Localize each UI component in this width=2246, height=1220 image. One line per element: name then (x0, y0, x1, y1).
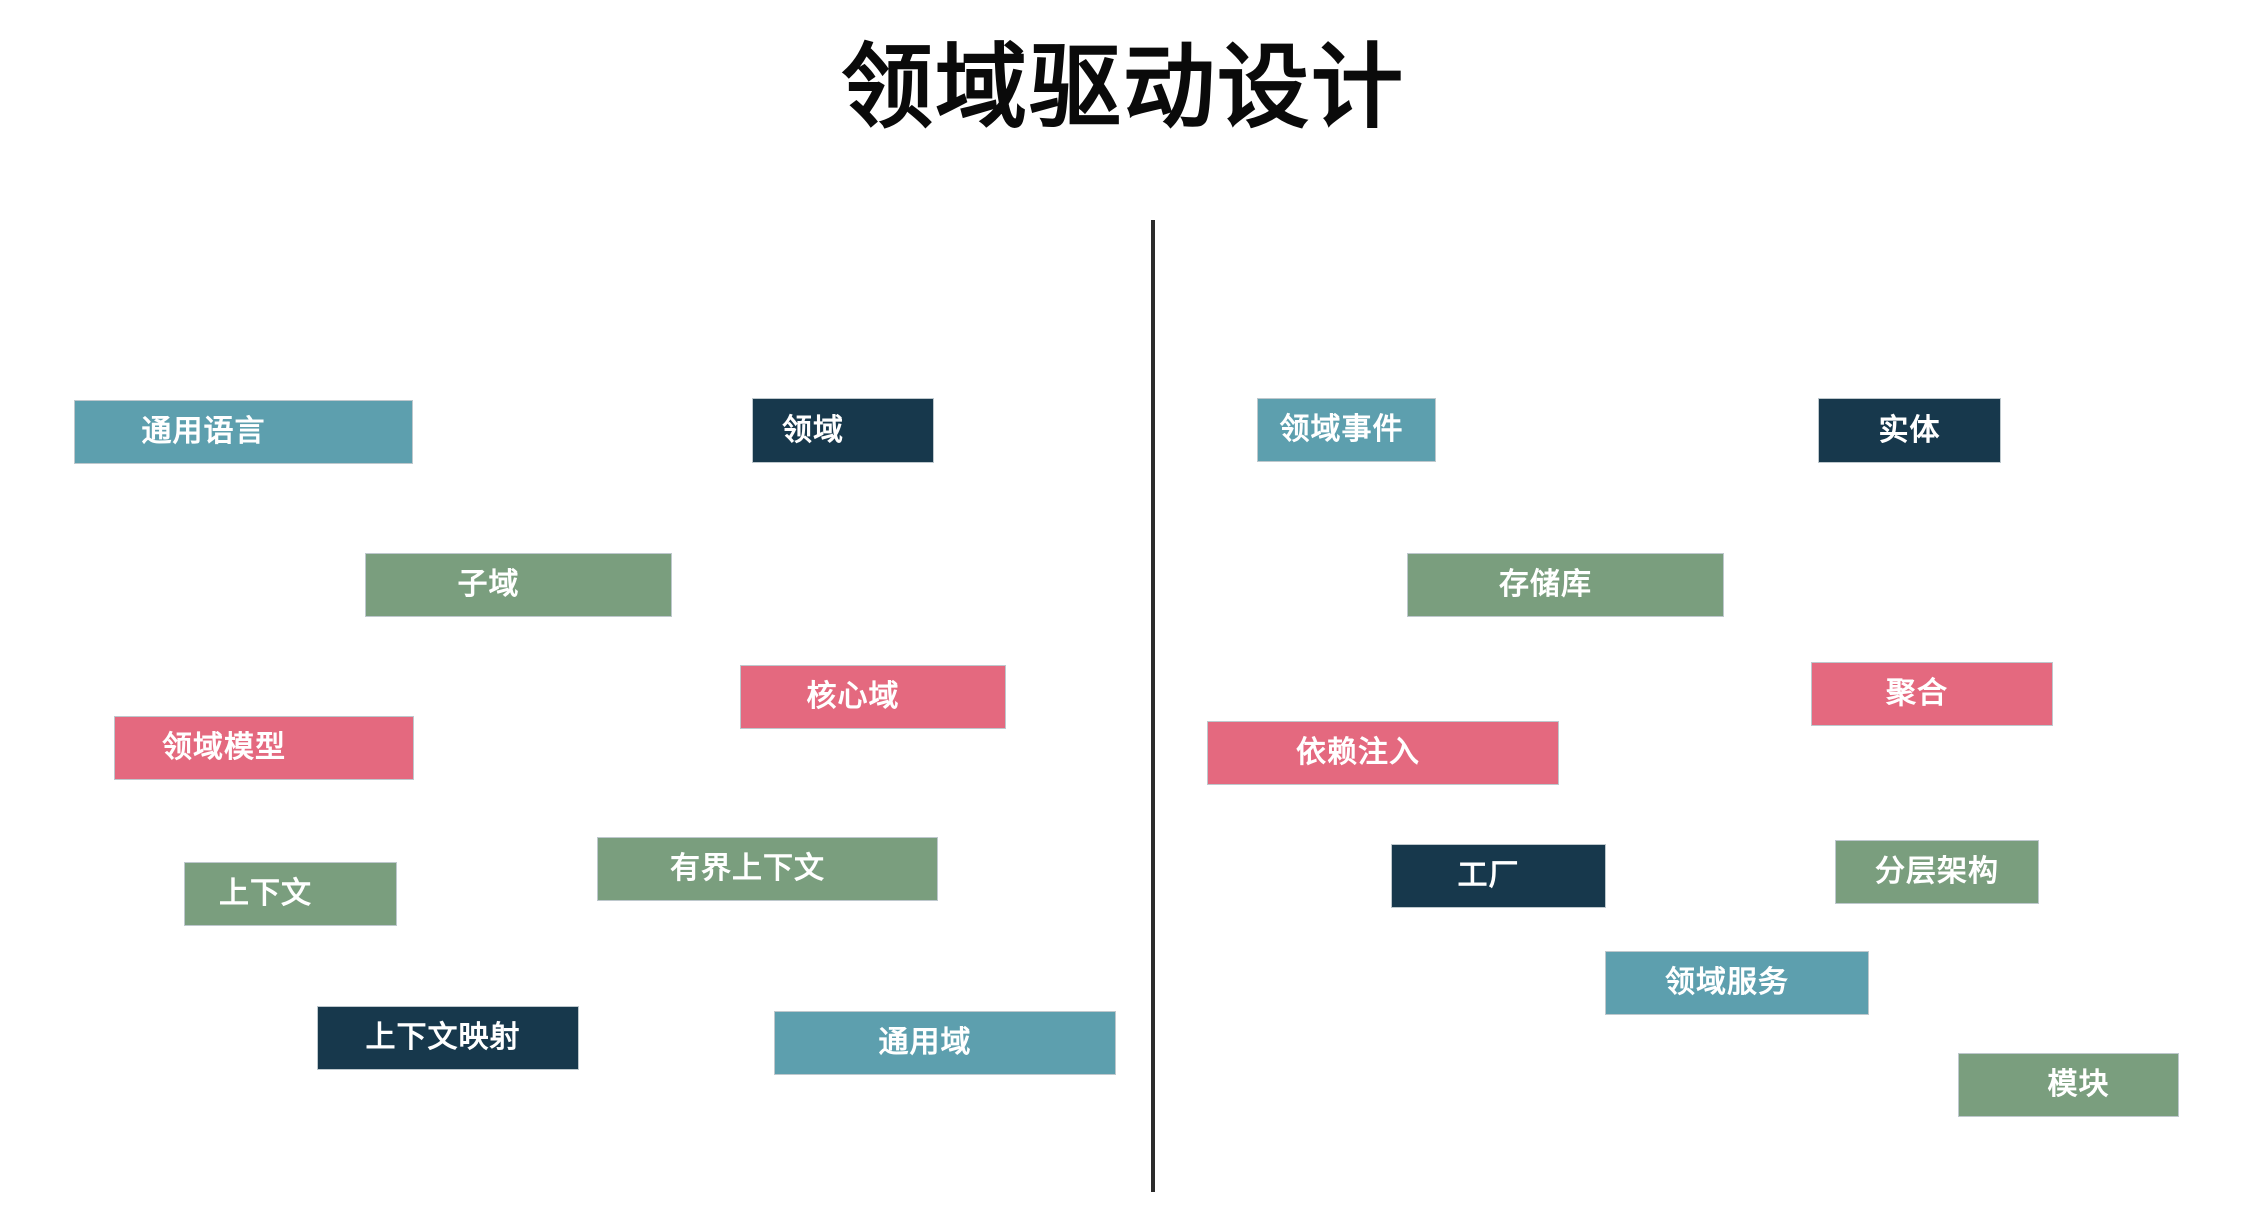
concept-box-领域事件[interactable]: 领域事件 (1258, 399, 1435, 461)
concept-box-label: 实体 (1878, 413, 1941, 447)
concept-box-label: 存储库 (1499, 568, 1592, 601)
concept-box-label: 上下文 (219, 877, 312, 910)
concept-box-工厂[interactable]: 工厂 (1392, 845, 1605, 907)
concept-box-存储库[interactable]: 存储库 (1408, 554, 1723, 616)
concept-box-label: 工厂 (1457, 859, 1520, 892)
concept-box-label: 领域 (782, 413, 844, 447)
concept-box-上下文[interactable]: 上下文 (185, 863, 396, 925)
concept-box-聚合[interactable]: 聚合 (1812, 663, 2052, 725)
concept-box-领域模型[interactable]: 领域模型 (115, 717, 413, 779)
concept-box-子域[interactable]: 子域 (366, 554, 671, 616)
concept-box-label: 核心域 (806, 680, 900, 713)
concept-box-通用域[interactable]: 通用域 (775, 1012, 1115, 1074)
concept-box-label: 子域 (457, 568, 520, 601)
concept-box-模块[interactable]: 模块 (1959, 1054, 2178, 1116)
concept-box-label: 领域模型 (162, 731, 286, 764)
concept-box-label: 聚合 (1886, 677, 1948, 710)
concept-box-上下文映射[interactable]: 上下文映射 (318, 1007, 578, 1069)
concept-box-实体[interactable]: 实体 (1819, 399, 2000, 462)
concept-box-label: 分层架构 (1875, 855, 1999, 888)
concept-box-label: 模块 (2047, 1068, 2110, 1101)
concept-box-label: 领域服务 (1665, 966, 1789, 999)
concept-box-核心域[interactable]: 核心域 (741, 666, 1005, 728)
concept-box-label: 通用域 (878, 1026, 972, 1059)
concept-box-label: 有界上下文 (670, 852, 825, 885)
concept-box-label: 依赖注入 (1296, 736, 1420, 769)
concept-box-通用语言[interactable]: 通用语言 (75, 401, 412, 463)
concept-box-有界上下文[interactable]: 有界上下文 (598, 838, 937, 900)
concept-box-分层架构[interactable]: 分层架构 (1836, 841, 2038, 903)
concept-box-label: 领域事件 (1279, 413, 1404, 446)
concept-box-依赖注入[interactable]: 依赖注入 (1208, 722, 1558, 784)
concept-box-label: 上下文映射 (365, 1021, 521, 1054)
column-divider (1151, 220, 1155, 1192)
concept-box-领域[interactable]: 领域 (753, 399, 933, 462)
page-title: 领域驱动设计 (840, 37, 1405, 139)
concept-box-label: 通用语言 (141, 415, 266, 448)
concept-box-领域服务[interactable]: 领域服务 (1606, 952, 1868, 1014)
